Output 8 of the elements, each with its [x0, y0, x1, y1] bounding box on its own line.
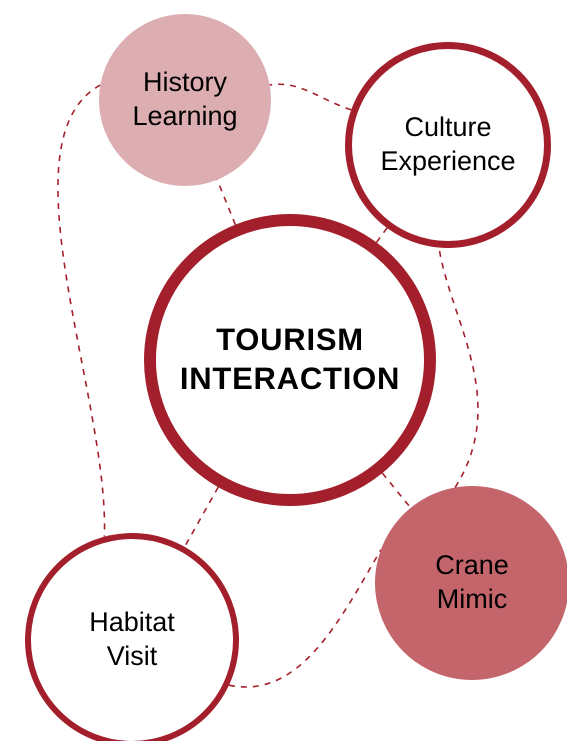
- node-label: Habitat Visit: [88, 606, 176, 673]
- dashed-connector: [376, 228, 388, 243]
- node-label: Culture Experience: [379, 111, 517, 178]
- node-label: TOURISM INTERACTION: [178, 321, 402, 398]
- node-label: History Learning: [131, 66, 239, 133]
- dashed-connector: [184, 486, 219, 548]
- node-label: Crane Mimic: [434, 549, 510, 616]
- dashed-connector: [228, 549, 382, 688]
